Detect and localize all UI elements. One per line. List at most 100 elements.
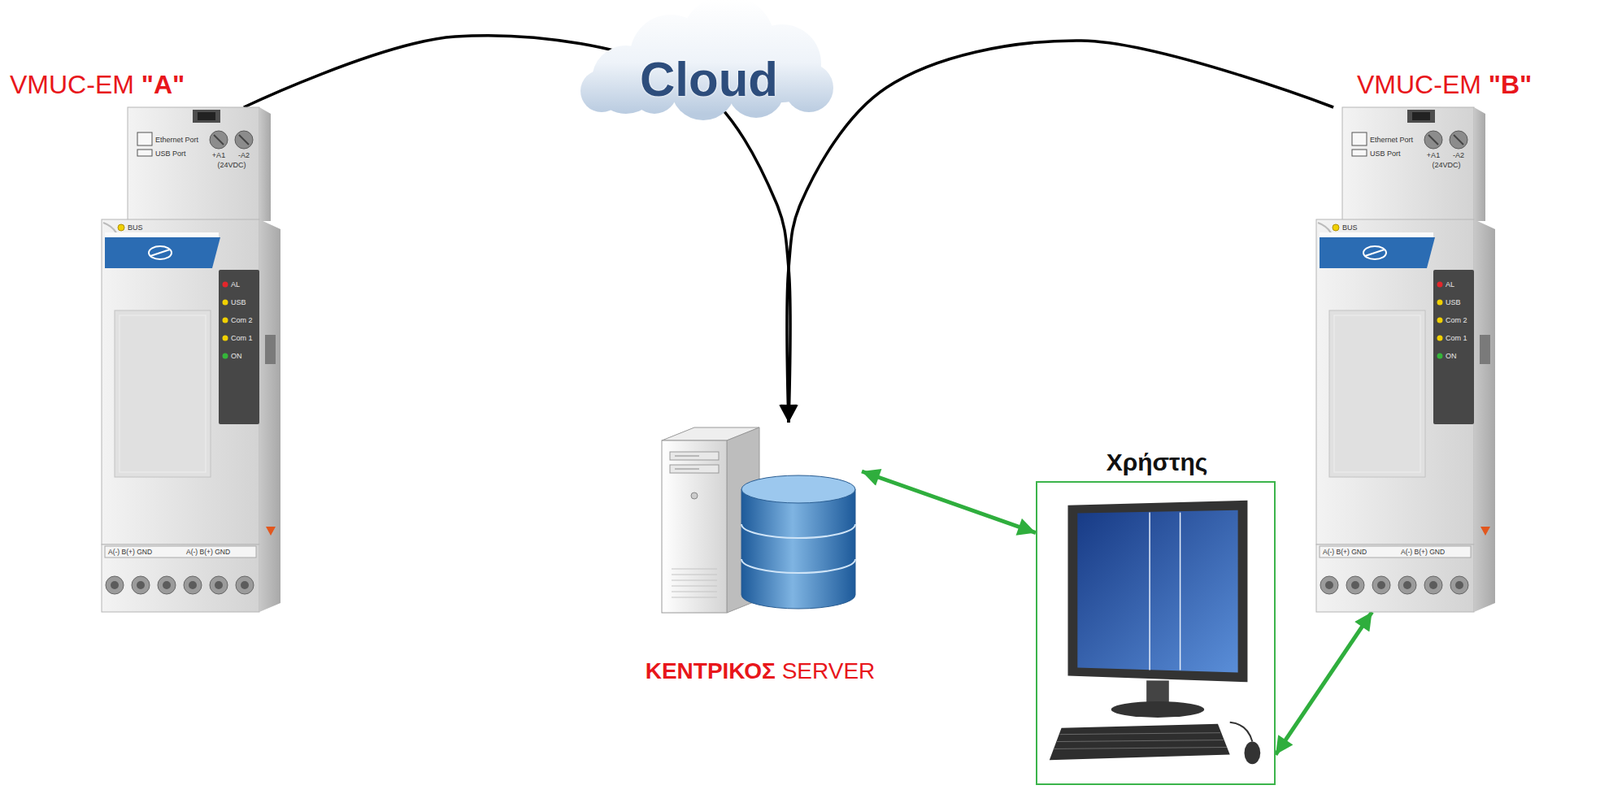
terminal-screw <box>105 576 124 595</box>
label-recess <box>114 310 211 478</box>
terminal-hole <box>1351 581 1360 590</box>
status-led <box>1437 335 1444 342</box>
monitor-screen <box>1077 510 1238 674</box>
monitor-frame <box>1067 500 1248 683</box>
front-strip <box>1319 232 1434 238</box>
mouse <box>1244 742 1261 766</box>
power-screw <box>209 130 228 149</box>
database-top <box>741 475 856 504</box>
housing-side <box>259 544 281 613</box>
warning-mark <box>265 526 276 536</box>
vent-line <box>671 569 718 570</box>
housing-side <box>1473 544 1496 613</box>
status-led <box>222 317 229 324</box>
status-led <box>1437 300 1444 306</box>
terminal-hole <box>1429 581 1438 590</box>
terminal-strip <box>1319 546 1471 558</box>
terminal-screw <box>209 576 228 595</box>
port-symbol <box>137 149 153 157</box>
brand-logo <box>1365 249 1385 257</box>
data-logger-device: VMUC-EM "B" <box>1311 107 1496 613</box>
power-button <box>691 492 698 500</box>
status-led <box>222 335 229 342</box>
power-screw <box>1449 130 1468 149</box>
monitor-neck <box>1146 680 1170 705</box>
text-run: VMUC-EM <box>9 69 135 100</box>
mouse-cable <box>1230 722 1253 743</box>
status-led <box>1437 282 1444 288</box>
database-body <box>741 489 856 609</box>
brand-band <box>1319 237 1435 269</box>
led-panel <box>218 269 260 425</box>
terminal-hole <box>214 581 223 590</box>
central-server: ΚΕΝΤΡΙΚΟΣ SERVER <box>658 422 862 618</box>
cloud-puff <box>580 69 623 113</box>
data-logger-device-shape <box>96 107 281 613</box>
terminal-block <box>1316 544 1474 613</box>
terminal-hole <box>1455 581 1464 590</box>
brand-logo <box>150 249 170 257</box>
terminal-screw <box>235 576 254 595</box>
side-window <box>1479 334 1491 365</box>
screen-line <box>1148 513 1150 671</box>
ethernet-socket <box>197 112 216 121</box>
user-workstation: Χρήστης <box>1035 481 1276 786</box>
status-led <box>222 353 229 360</box>
key-row <box>1053 747 1227 749</box>
housing-side <box>259 219 281 545</box>
device-name: VMUC-EM "B" <box>1356 69 1532 100</box>
label-recess <box>1329 310 1426 478</box>
user-workstation-shape <box>1037 482 1274 784</box>
screw-slot <box>1428 134 1439 145</box>
terminal-screw <box>1372 576 1391 595</box>
housing-side <box>1473 219 1496 545</box>
key-row <box>1060 733 1221 735</box>
screw-slot <box>239 134 249 145</box>
terminal-hole <box>240 581 249 590</box>
text-run: VMUC-EM <box>1356 69 1482 100</box>
terminal-hole <box>162 581 171 590</box>
status-led <box>1437 317 1444 324</box>
text-run <box>134 69 142 100</box>
vent-line <box>671 574 718 576</box>
housing-top <box>1342 107 1474 222</box>
text-run: "B" <box>1488 69 1532 100</box>
terminal-screw <box>1424 576 1443 595</box>
database-band <box>741 559 856 574</box>
cloud-label: Cloud <box>639 51 779 108</box>
text-run <box>1481 69 1489 100</box>
brand-logo <box>148 246 172 260</box>
status-led <box>1437 353 1444 360</box>
terminal-hole <box>110 581 119 590</box>
vent-line <box>671 591 718 593</box>
terminal-hole <box>188 581 197 590</box>
database-band <box>741 524 856 539</box>
drive-bay <box>669 452 719 461</box>
terminal-block <box>101 544 260 613</box>
text-run: "A" <box>141 69 185 100</box>
housing-side <box>1473 107 1486 222</box>
vent-line <box>671 597 718 599</box>
data-link-curve <box>786 40 1334 423</box>
device-name: VMUC-EM "A" <box>9 69 185 100</box>
drive-bay <box>669 465 719 474</box>
terminal-screw <box>131 576 150 595</box>
data-logger-device: VMUC-EM "A" <box>96 107 281 613</box>
text-run: Cloud <box>639 52 779 107</box>
terminal-strip <box>104 546 257 558</box>
housing-body <box>1316 219 1474 545</box>
terminal-screw <box>1398 576 1417 595</box>
port-symbol <box>1352 149 1367 157</box>
user-label: Χρήστης <box>1106 448 1209 478</box>
warning-mark <box>1480 526 1491 536</box>
cloud-puffs <box>580 0 834 121</box>
keyboard <box>1049 724 1231 761</box>
text-run: ΚΕΝΤΡΙΚΟΣ <box>645 658 776 684</box>
power-screw <box>1424 130 1443 149</box>
monitor-base <box>1111 701 1205 718</box>
central-server-shape <box>658 422 862 618</box>
terminal-screw <box>1346 576 1365 595</box>
vent-line <box>671 586 718 587</box>
port-symbol <box>137 132 153 146</box>
